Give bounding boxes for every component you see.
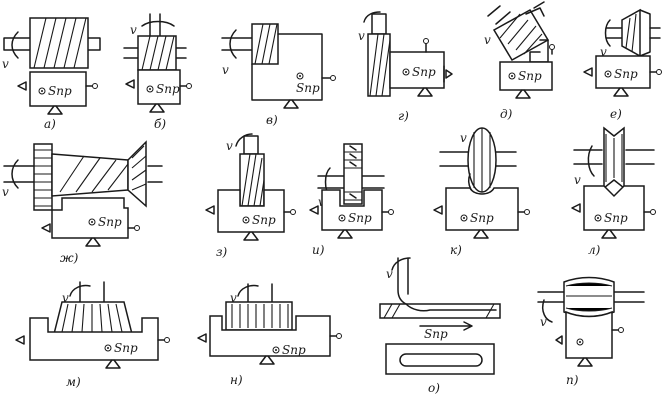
feed-label: Sпр — [98, 215, 122, 229]
caption-l: л) — [588, 243, 601, 257]
panel-z: v Sпр з) — [205, 133, 296, 259]
feed-label: Sпр — [470, 211, 494, 225]
cutting-speed-label: v — [600, 45, 607, 59]
feed-label: Sпр — [518, 69, 542, 83]
panel-e: v Sпр е) — [583, 8, 662, 121]
panel-o: v Sпр о) — [379, 257, 501, 395]
panel-d: v Sпр д) — [484, 1, 555, 121]
feed-label: Sпр — [412, 65, 436, 79]
cutting-speed-label: v — [226, 139, 233, 153]
panel-b: v Sпр б) — [123, 13, 192, 131]
feed-label: Sпр — [156, 82, 180, 96]
caption-p: п) — [566, 373, 579, 387]
cutting-speed-label: v — [574, 173, 581, 187]
feed-label: Sпр — [48, 84, 72, 98]
panel-i: v Sпр и) — [309, 143, 394, 257]
feed-label: Sпр — [604, 211, 628, 225]
cutting-speed-label: v — [230, 291, 237, 305]
caption-b: б) — [154, 117, 166, 131]
caption-z: з) — [216, 245, 228, 259]
caption-i: и) — [312, 243, 325, 257]
cutting-speed-label: v — [62, 291, 69, 305]
panel-l: v Sпр л) — [571, 126, 656, 257]
panel-zh: v Sпр ж) — [2, 140, 163, 265]
cutting-speed-label: v — [222, 63, 229, 77]
caption-k: к) — [450, 243, 462, 257]
panel-g: v Sпр г) — [358, 11, 453, 123]
cutting-speed-label: v — [386, 267, 393, 281]
caption-a: а) — [44, 117, 56, 131]
caption-v: в) — [266, 113, 278, 127]
caption-n: н) — [230, 373, 243, 387]
cutting-speed-label: v — [358, 29, 365, 43]
panel-k: v Sпр к) — [433, 127, 530, 257]
cutting-speed-label: v — [130, 23, 137, 37]
feed-label: Sпр — [296, 81, 320, 95]
panel-p: v п) — [537, 276, 645, 387]
cutting-speed-label: v — [2, 57, 9, 71]
feed-label: Sпр — [114, 341, 138, 355]
caption-d: д) — [500, 107, 513, 121]
panel-m: v Sпр м) — [15, 281, 170, 389]
cutting-speed-label: v — [460, 131, 467, 145]
caption-e: е) — [610, 107, 622, 121]
cutting-speed-label: v — [484, 33, 491, 47]
caption-g: г) — [398, 109, 409, 123]
feed-label: Sпр — [282, 343, 306, 357]
cutting-speed-label: v — [540, 315, 547, 329]
panel-v: v Sпр в) — [221, 23, 336, 127]
caption-zh: ж) — [60, 251, 79, 265]
caption-m: м) — [66, 375, 81, 389]
feed-label: Sпр — [614, 67, 638, 81]
panel-n: v Sпр н) — [197, 283, 342, 387]
cutting-speed-label: v — [2, 185, 9, 199]
feed-label: Sпр — [348, 211, 372, 225]
caption-o: о) — [428, 381, 440, 395]
feed-label: Sпр — [424, 327, 448, 341]
panel-a: v Sпр а) — [2, 17, 101, 131]
feed-label: Sпр — [252, 213, 276, 227]
